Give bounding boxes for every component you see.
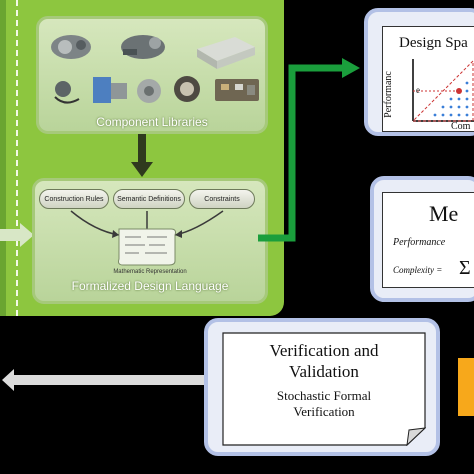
design-language-box: Construction Rules Semantic Definitions … [32, 178, 268, 304]
gear-assembly-icon [137, 79, 161, 103]
design-space-tick: e [416, 85, 420, 95]
math-representation-label: Mathematic Representation [113, 269, 187, 275]
panel-edge [0, 0, 6, 316]
pump-icon [93, 77, 127, 103]
engine-icon [51, 35, 91, 59]
verification-box: Verification and Validation Stochastic F… [204, 318, 440, 456]
design-space-title: Design Spa [399, 35, 468, 51]
component-libraries-caption: Component Libraries [96, 115, 208, 129]
semantic-definitions-pill: Semantic Definitions [113, 189, 185, 209]
constraints-pill: Constraints [189, 189, 255, 209]
design-language-caption: Formalized Design Language [71, 279, 229, 293]
design-space-box: Design Spa Performanc e Com [364, 8, 474, 136]
design-space-ylabel: Performanc [382, 71, 394, 118]
dashed-divider [16, 0, 18, 316]
metrics-title: Me [429, 201, 459, 226]
circuit-board-icon [215, 79, 259, 101]
design-space-xlabel: Com [451, 121, 471, 132]
construction-rules-pill: Construction Rules [39, 189, 109, 209]
accent-block [458, 358, 474, 416]
verification-title-line1: Verification and [269, 341, 379, 360]
metrics-complexity: Complexity = [393, 265, 443, 275]
verification-paper-icon [222, 332, 426, 446]
sigma-icon: Σ [459, 257, 471, 279]
motor-icon [121, 35, 165, 59]
ring-icon [174, 76, 200, 102]
math-scroll-icon [118, 228, 176, 266]
wiring-icon [54, 81, 80, 104]
controller-box-icon [197, 37, 255, 69]
metrics-box: Me Performance Complexity = Σ [370, 176, 474, 302]
verification-sub-line1: Stochastic Formal [276, 388, 372, 403]
design-space-card: Design Spa Performanc e Com [382, 26, 474, 132]
design-space-plot [411, 59, 474, 122]
down-arrow-icon [131, 134, 153, 177]
green-arrow-icon [258, 58, 360, 242]
component-libraries-box: Component Libraries [36, 16, 268, 134]
metrics-card: Me Performance Complexity = Σ [382, 192, 474, 288]
verification-sub-line2: Verification [293, 404, 355, 419]
component-images [51, 35, 259, 104]
outgoing-arrow-icon [2, 369, 204, 391]
metrics-performance: Performance [393, 237, 446, 248]
incoming-arrow-icon [0, 223, 34, 247]
verification-title-line2: Validation [289, 362, 359, 381]
